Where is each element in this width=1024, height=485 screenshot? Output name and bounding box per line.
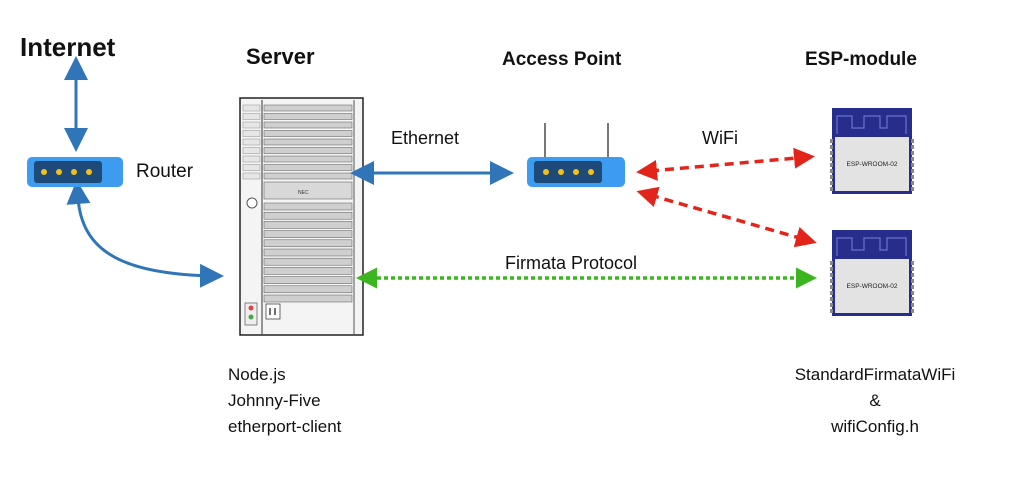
software-item: Johnny-Five <box>228 391 321 410</box>
esp-chip-label: ESP-WROOM-02 <box>847 283 898 290</box>
vent-slot <box>263 276 353 284</box>
vent-slot <box>263 221 353 229</box>
esp-module-icon: ESP-WROOM-02 <box>830 230 914 316</box>
wifi-link-1 <box>636 147 815 181</box>
access-point-title: Access Point <box>502 49 622 70</box>
vent-slot <box>263 285 353 294</box>
vent-slot <box>263 202 353 211</box>
router-label: Router <box>136 161 194 182</box>
vent-slot <box>263 130 353 137</box>
firmware-item: & <box>869 391 881 410</box>
vent-slot <box>242 104 261 112</box>
router-server-link <box>66 180 224 288</box>
wifi-link-2 <box>636 186 817 248</box>
wifi-label: WiFi <box>702 128 738 148</box>
vent-slot <box>242 147 261 154</box>
firmware-item: StandardFirmataWiFi <box>794 365 956 384</box>
vent-slot <box>242 130 261 137</box>
vent-slot <box>242 164 261 171</box>
esp-module-icon: ESP-WROOM-02 <box>830 108 914 194</box>
vent-slot <box>263 104 353 112</box>
firmware-item: wifiConfig.h <box>831 417 919 436</box>
svg-text:NEC: NEC <box>298 190 309 196</box>
ethernet-label: Ethernet <box>391 128 460 148</box>
server-title: Server <box>246 44 315 69</box>
esp-firmware-list: StandardFirmataWiFi & wifiConfig.h <box>760 362 990 440</box>
vent-slot <box>263 138 353 146</box>
vent-slot <box>263 267 353 275</box>
access-point-icon <box>527 123 625 187</box>
vent-slot <box>263 121 353 129</box>
vent-slot <box>242 121 261 129</box>
esp-chip-label: ESP-WROOM-02 <box>847 161 898 168</box>
server-tower-icon: NEC <box>239 97 364 336</box>
vent-slot <box>263 164 353 171</box>
vent-slot <box>242 138 261 146</box>
vent-slot <box>263 239 353 248</box>
vent-slot <box>263 211 353 220</box>
vent-slot <box>263 147 353 154</box>
vent-slot <box>263 294 353 303</box>
software-item: Node.js <box>228 365 286 384</box>
vent-slot <box>242 113 261 120</box>
vent-slot <box>263 230 353 238</box>
vent-slot <box>263 113 353 120</box>
vent-slot <box>242 155 261 163</box>
software-item: etherport-client <box>228 417 342 436</box>
vent-slot <box>263 155 353 163</box>
vent-slot <box>263 257 353 266</box>
vent-slot <box>263 172 353 180</box>
vent-slot <box>242 172 261 180</box>
router-icon <box>27 157 123 187</box>
vent-slot <box>263 248 353 257</box>
server-software-list: Node.js Johnny-Five etherport-client <box>228 362 341 440</box>
esp-module-title: ESP-module <box>805 49 917 70</box>
